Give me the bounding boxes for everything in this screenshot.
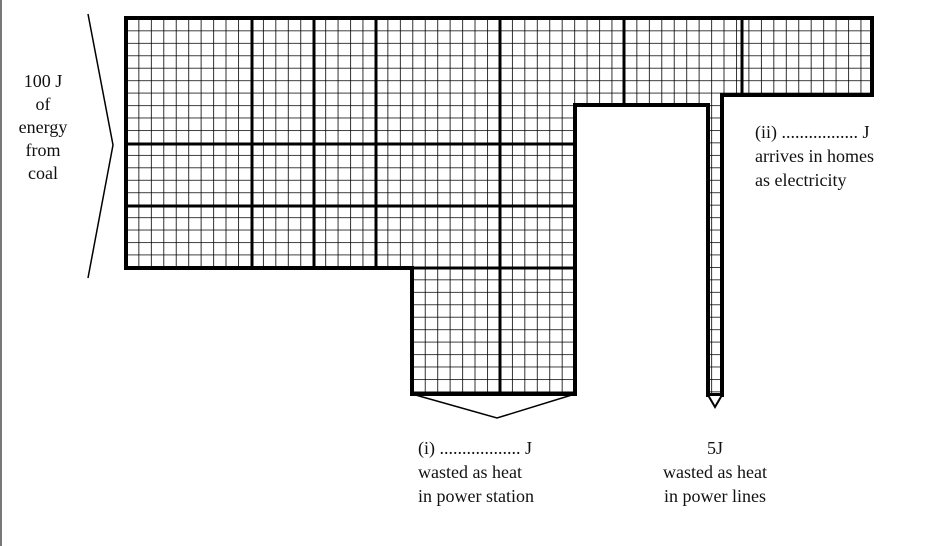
- power-lines-arrow: [706, 394, 724, 409]
- homes-label-line: arrives in homes: [755, 146, 874, 166]
- power-lines-label-line: in power lines: [664, 486, 766, 506]
- input-label-line: of: [35, 94, 51, 114]
- station-waste-label: (i) .................. J wasted as heat …: [418, 436, 534, 508]
- input-label-line: coal: [28, 163, 58, 183]
- station-answer-blank: (i) .................. J: [418, 438, 532, 458]
- station-label-line: in power station: [418, 486, 534, 506]
- input-label-line: 100 J: [23, 71, 63, 91]
- left-border: [0, 0, 2, 546]
- input-label: 100 J of energy from coal: [14, 70, 72, 185]
- power-lines-value: 5J: [706, 438, 723, 458]
- input-label-line: energy: [18, 117, 68, 137]
- homes-answer-blank: (ii) ................. J: [755, 122, 870, 142]
- power-lines-label-line: wasted as heat: [663, 462, 767, 482]
- flow-outline: [124, 16, 874, 397]
- major-grid-lines: [126, 18, 744, 394]
- homes-output-label: (ii) ................. J arrives in home…: [755, 120, 874, 192]
- input-label-line: from: [25, 140, 61, 160]
- station-waste-arrow: [411, 393, 576, 419]
- power-lines-waste-label: 5J wasted as heat in power lines: [640, 436, 790, 508]
- input-arrow: [87, 13, 114, 279]
- homes-label-line: as electricity: [755, 170, 847, 190]
- station-label-line: wasted as heat: [418, 462, 522, 482]
